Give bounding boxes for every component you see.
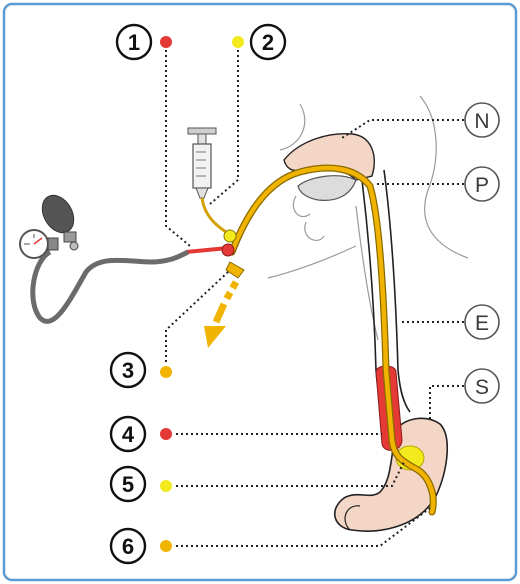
aspiration-arrow (204, 280, 240, 348)
label-e-text: E (475, 312, 489, 335)
marker-1: 1 (115, 23, 172, 61)
sengstaken-tube (228, 164, 437, 516)
tube-connectors (185, 229, 245, 279)
label-n: N (464, 102, 500, 138)
oral-cavity (297, 175, 357, 201)
label-s: S (464, 368, 500, 404)
marker-4: 4 (109, 415, 172, 453)
marker-5-label: 5 (122, 472, 134, 497)
marker-4-dot (160, 428, 172, 440)
marker-5-dot (160, 480, 172, 492)
marker-6-label: 6 (122, 534, 134, 559)
label-p: P (464, 166, 500, 202)
marker-5: 5 (109, 465, 172, 503)
leader-lines (165, 50, 464, 547)
marker-3-label: 3 (122, 358, 134, 383)
syringe (187, 127, 227, 234)
marker-2: 2 (232, 23, 287, 61)
marker-3-dot (160, 366, 172, 378)
marker-6: 6 (109, 527, 172, 565)
duodenum (344, 505, 361, 531)
label-p-text: P (475, 174, 489, 197)
pressure-manometer (19, 194, 190, 324)
stomach (333, 417, 449, 532)
marker-2-dot (232, 36, 244, 48)
marker-6-dot (160, 540, 172, 552)
marker-4-label: 4 (122, 422, 135, 447)
label-s-text: S (475, 376, 489, 399)
marker-3: 3 (109, 351, 172, 389)
label-n-text: N (474, 110, 489, 133)
label-e: E (464, 304, 500, 340)
marker-2-label: 2 (262, 30, 274, 55)
marker-1-label: 1 (128, 30, 140, 55)
marker-1-dot (160, 36, 172, 48)
